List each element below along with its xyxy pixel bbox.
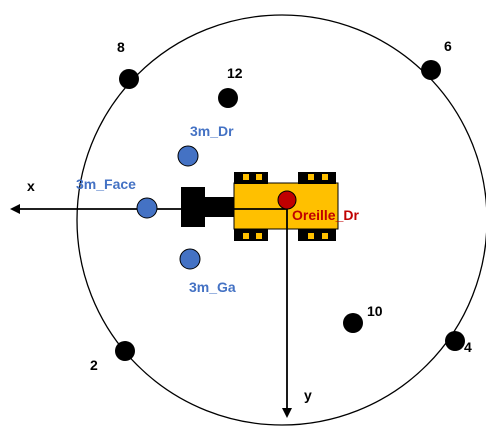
mic-right-label: 3m_Dr <box>190 123 234 139</box>
point-12-label: 12 <box>227 65 243 81</box>
mic-left-point <box>179 248 201 270</box>
tractor <box>181 172 339 241</box>
tractor-wheel-rear-right <box>298 229 336 241</box>
point-10 <box>343 313 363 333</box>
point-8-label: 8 <box>117 39 125 55</box>
mic-left-label: 3m_Ga <box>189 279 236 295</box>
tractor-wheel-front-right <box>234 229 268 241</box>
mic-front-label: 3m_Face <box>76 176 136 192</box>
point-10-label: 10 <box>367 303 383 319</box>
mic-right-point <box>177 145 199 167</box>
measurement-circle <box>76 14 486 426</box>
x-axis-label: x <box>27 178 35 194</box>
tractor-front-weight <box>181 187 205 227</box>
point-6-label: 6 <box>444 38 452 54</box>
point-4-label: 4 <box>464 339 472 355</box>
tractor-wheel-rear-left <box>298 172 336 184</box>
point-2-label: 2 <box>90 357 98 373</box>
point-4 <box>445 331 465 351</box>
point-8 <box>119 69 139 89</box>
y-axis-label: y <box>304 387 312 403</box>
point-12 <box>218 88 238 108</box>
point-6 <box>421 60 441 80</box>
tractor-wheel-front-left <box>234 172 268 184</box>
mic-front-point <box>136 197 158 219</box>
ear-label: Oreille_Dr <box>292 207 359 223</box>
point-2 <box>115 341 135 361</box>
ear-point <box>277 190 297 210</box>
